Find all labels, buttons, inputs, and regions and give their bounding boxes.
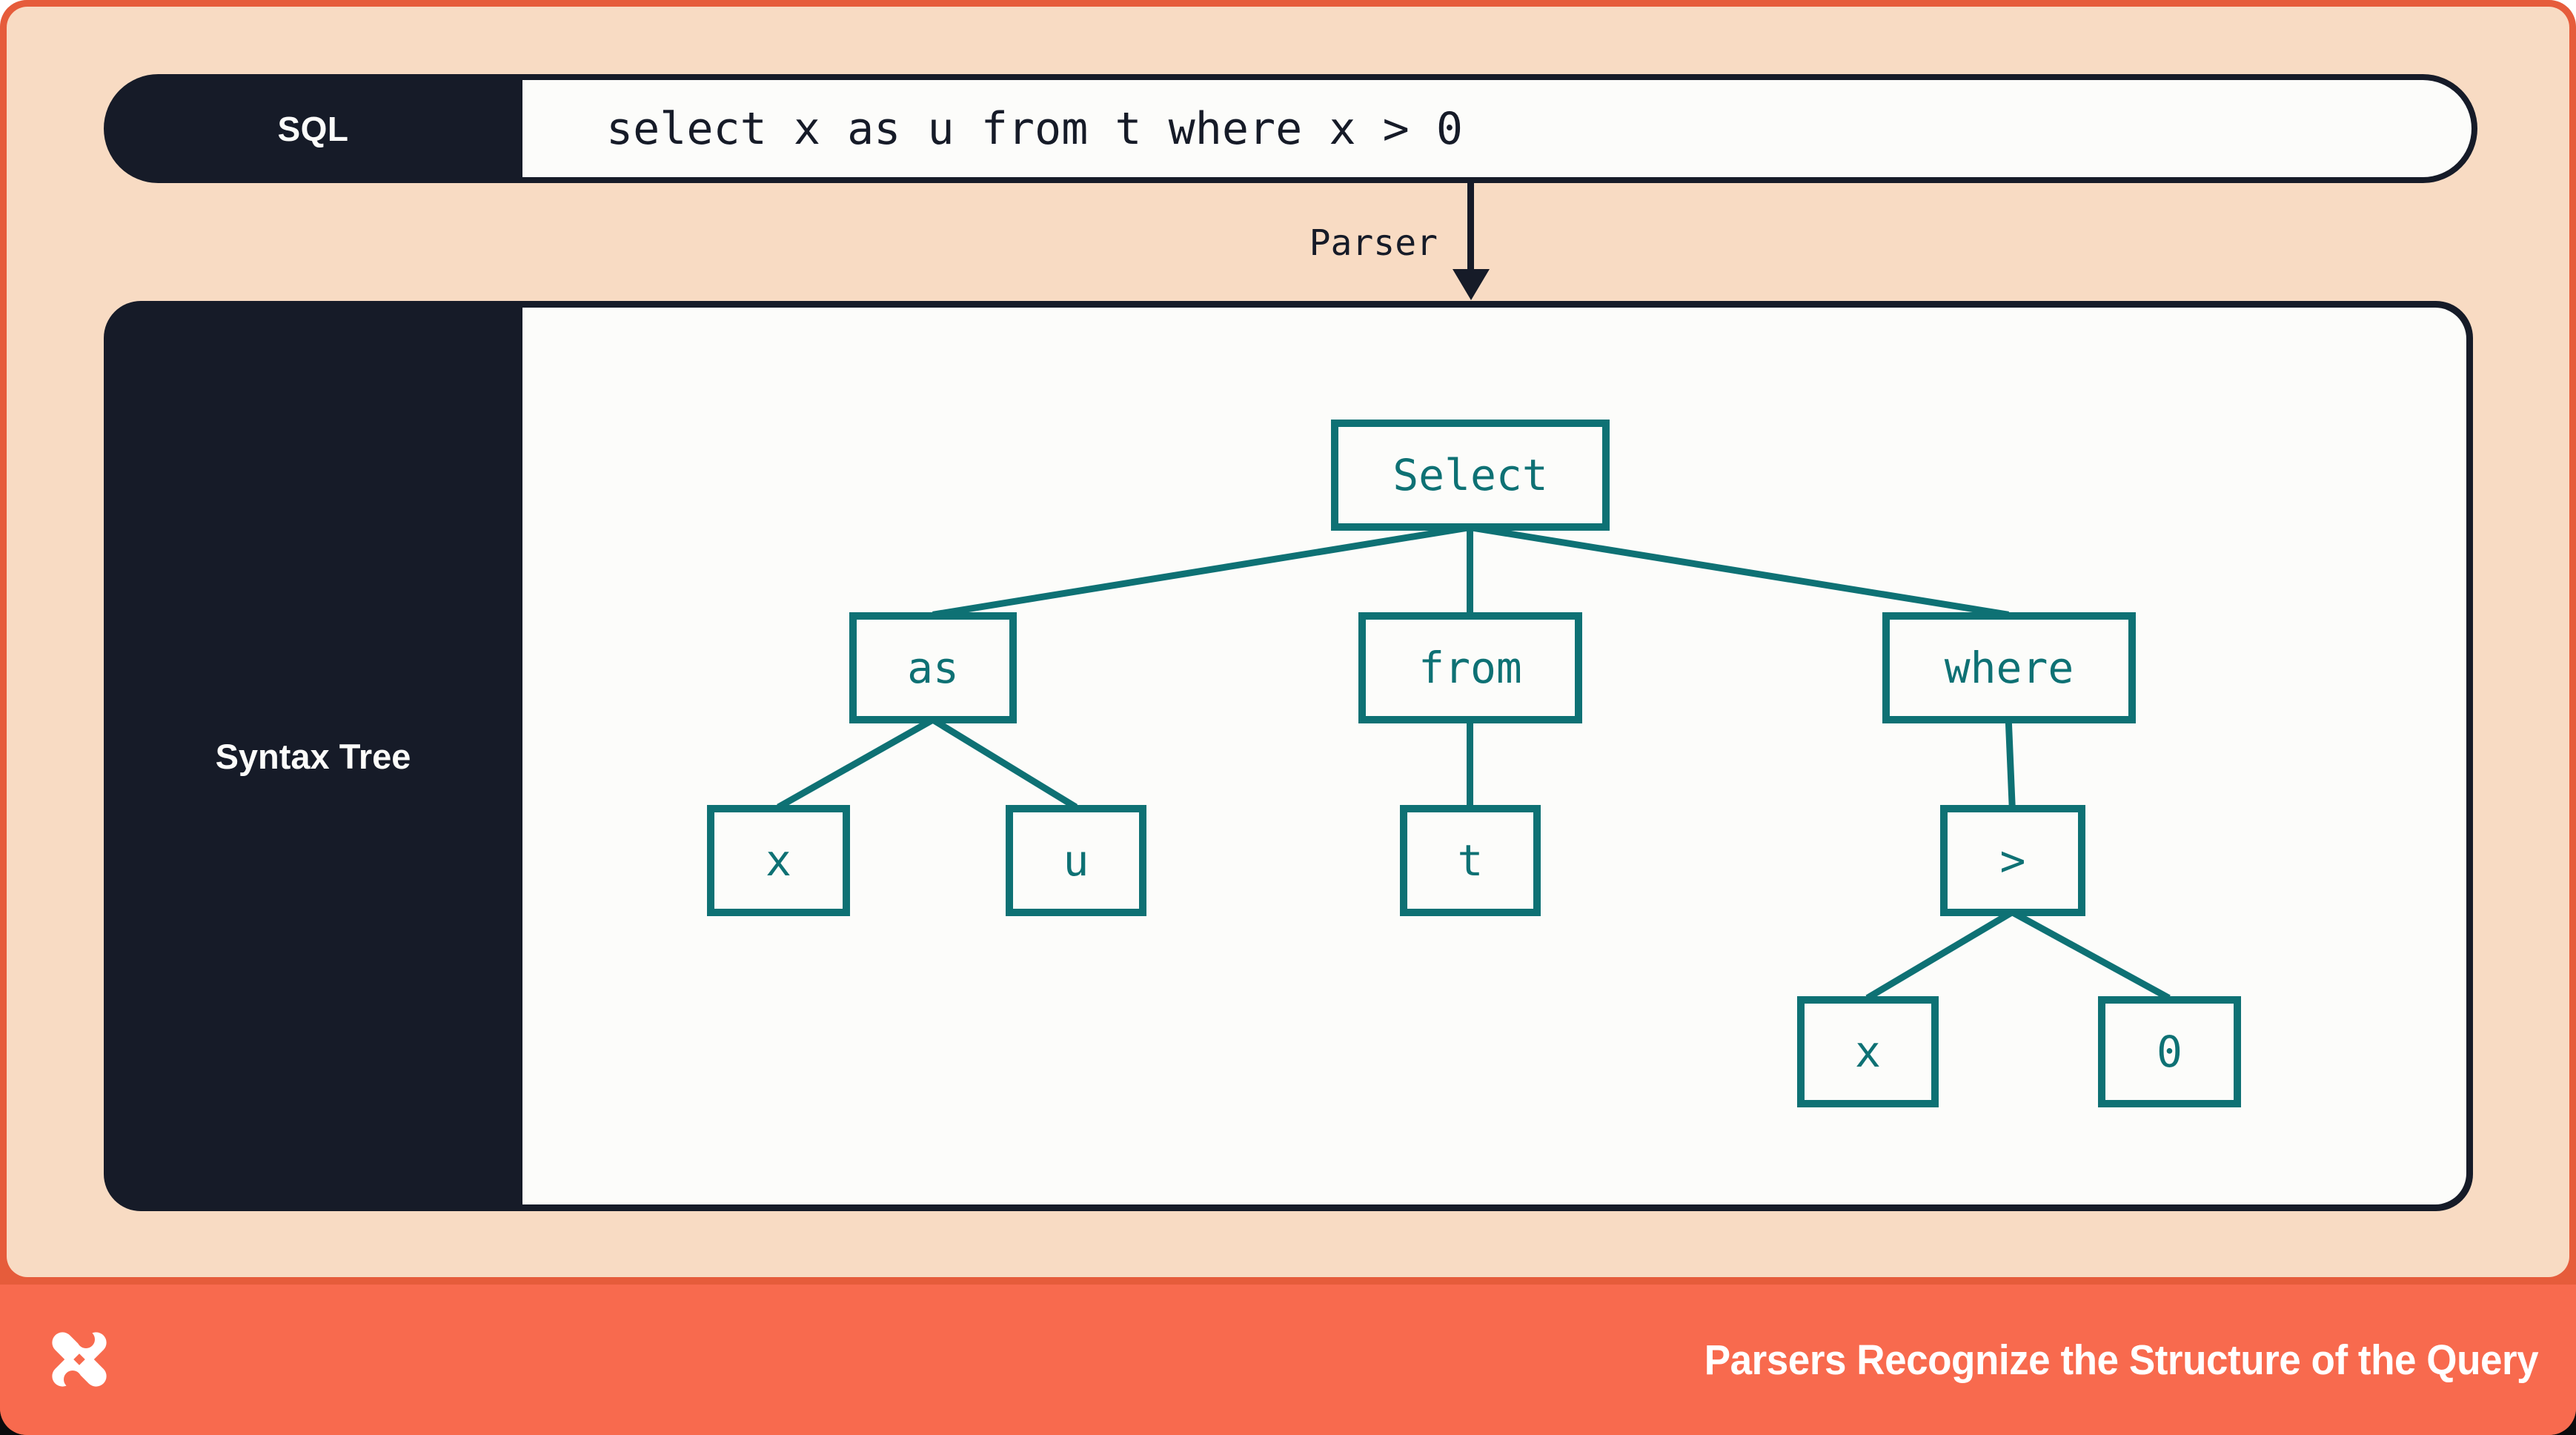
tree-node-t: t	[1400, 805, 1541, 916]
parser-label: Parser	[1309, 222, 1438, 264]
footer-caption: Parsers Recognize the Structure of the Q…	[1704, 1336, 2539, 1384]
tree-edge-select-as	[932, 524, 1471, 618]
syntax-tree-panel-label: Syntax Tree	[215, 736, 411, 776]
sql-bar-label: SQL	[277, 109, 349, 148]
tree-node-as: as	[849, 612, 1017, 723]
parser-arrow-head-icon	[1453, 269, 1490, 300]
tree-node-zero: 0	[2098, 996, 2241, 1107]
tree-node-select: Select	[1331, 420, 1610, 531]
footer-band: Parsers Recognize the Structure of the Q…	[0, 1285, 2576, 1435]
dolt-x-logo-icon	[52, 1330, 107, 1388]
tree-node-where: where	[1882, 612, 2136, 723]
tree-edges	[777, 524, 2171, 1001]
tree-node-x2: x	[1797, 996, 1939, 1107]
tree-node-u: u	[1006, 805, 1146, 916]
tree-edge-gt-x2	[1865, 909, 2014, 1001]
tree-node-gt: >	[1940, 805, 2085, 916]
tree-edge-as-x1	[777, 717, 935, 810]
tree-node-from: from	[1358, 612, 1582, 723]
tree-edge-where-gt	[2005, 719, 2016, 808]
parser-arrow-line	[1467, 183, 1474, 273]
tree-node-x1: x	[707, 805, 850, 916]
sql-query-field: select x as u from t where x > 0	[522, 80, 2472, 177]
tree-edge-gt-zero	[2011, 909, 2171, 1001]
sql-bar: SQL select x as u from t where x > 0	[104, 74, 2477, 183]
tree-edge-as-u	[931, 717, 1078, 810]
tree-edge-select-where	[1469, 524, 2009, 618]
sql-query-text: select x as u from t where x > 0	[606, 102, 1463, 155]
